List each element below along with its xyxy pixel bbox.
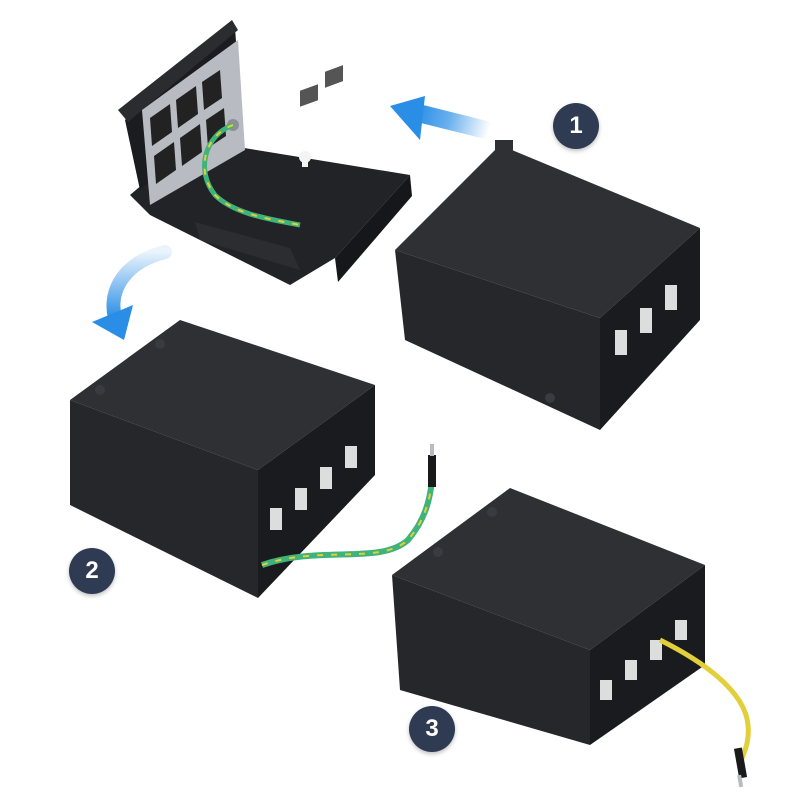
open-bracket-base [118, 20, 412, 285]
step-badge-1: 1 [553, 103, 599, 149]
arrow-left-icon [390, 96, 491, 140]
step-badge-2: 2 [69, 548, 115, 594]
ground-wire-yellow [658, 637, 751, 766]
curved-arrow-down-left-icon [92, 245, 172, 340]
assembled-box-step-3 [392, 488, 751, 788]
cover-box-step-1 [395, 140, 700, 430]
wire-terminal [428, 455, 436, 487]
assembled-box-step-2 [70, 320, 436, 598]
keystone-plate [142, 40, 245, 205]
step-badge-3: 3 [409, 706, 455, 752]
